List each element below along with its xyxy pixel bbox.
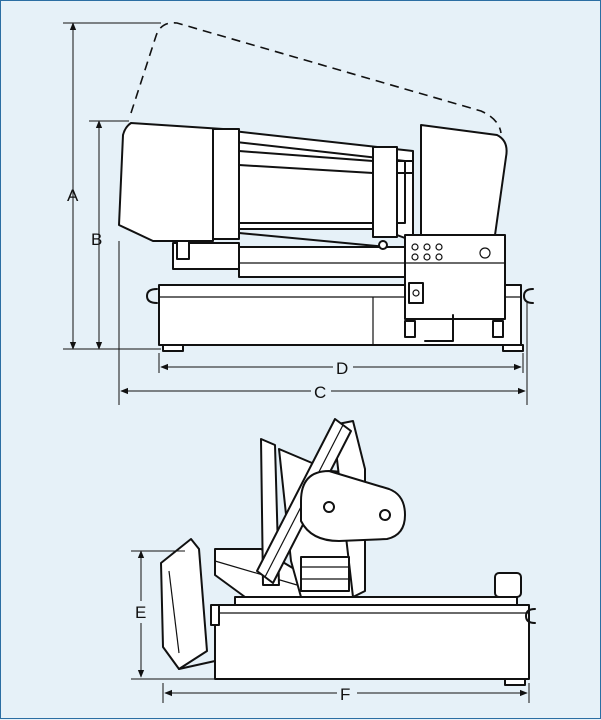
pivot-bolt	[323, 501, 335, 513]
dimension-a-label: A	[67, 186, 79, 205]
coolant-pipe	[424, 314, 454, 342]
dimension-e-label: E	[135, 603, 146, 622]
side-elevation-view: A B D C	[63, 21, 534, 405]
pivot-plate	[300, 470, 406, 542]
dimension-c-label: C	[314, 383, 326, 402]
right-hook	[523, 288, 534, 304]
left-hook	[146, 288, 158, 304]
end-hook	[525, 608, 536, 624]
pivot-bolt	[379, 509, 391, 521]
switch-box	[408, 282, 424, 304]
dimension-b-label: B	[91, 230, 102, 249]
end-base	[214, 604, 530, 680]
left-blade-guide	[212, 128, 240, 240]
dimension-f-label: F	[340, 685, 350, 704]
raised-bow-outline	[130, 21, 502, 134]
hydraulic-cylinder	[494, 572, 522, 598]
side-guard	[160, 538, 208, 670]
work-table	[238, 246, 408, 278]
control-buttons	[411, 243, 491, 261]
dimension-d-label: D	[336, 359, 348, 378]
saw-blade	[238, 232, 388, 248]
right-blade-guide	[372, 146, 398, 238]
control-cabinet	[404, 234, 506, 320]
end-elevation-view: E F	[131, 418, 536, 704]
